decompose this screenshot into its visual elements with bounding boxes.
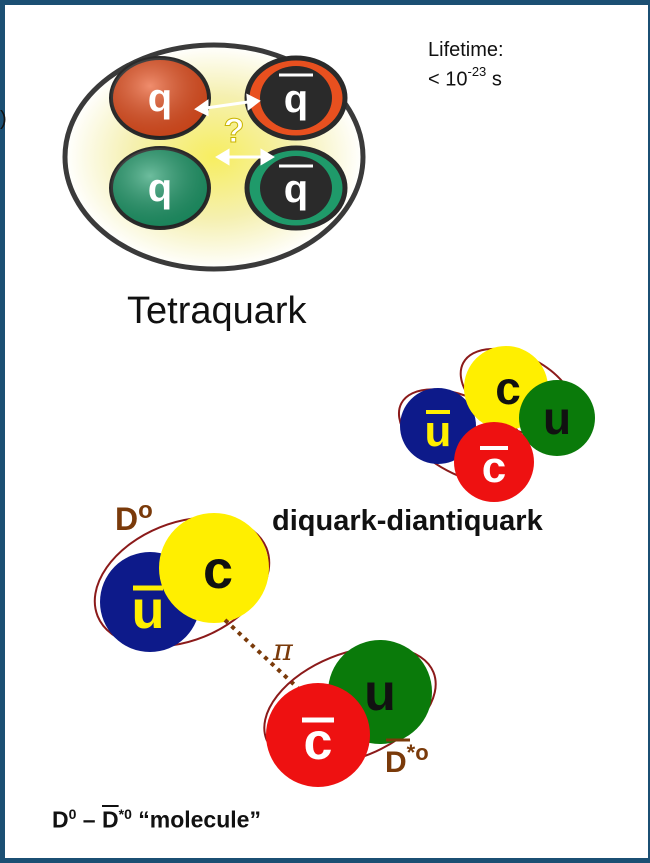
d0-antiup-label: u bbox=[132, 580, 165, 640]
tetra-antiquark-2: q bbox=[244, 145, 348, 231]
tetra-antiquark-1: q bbox=[244, 55, 348, 141]
tetra-antiquark-2-label: q bbox=[284, 167, 308, 211]
diquark-charm-label: c bbox=[495, 362, 521, 414]
diquark-diagram: u c u c bbox=[397, 346, 595, 502]
diquark-label: diquark-diantiquark bbox=[272, 505, 543, 537]
diquark-up-label: u bbox=[543, 392, 571, 444]
caption-dstar: D bbox=[102, 806, 119, 833]
d0-label: Do bbox=[115, 497, 153, 537]
diquark-anticharm: c bbox=[454, 422, 534, 502]
dstar-label: D*o bbox=[385, 740, 429, 779]
tetra-quark-2: q bbox=[109, 146, 211, 230]
d0-charm: c bbox=[159, 513, 269, 623]
diquark-anticharm-label: c bbox=[482, 443, 506, 492]
caption-d0: D bbox=[52, 806, 69, 833]
molecule-caption: D0 – D*0 “molecule” bbox=[52, 806, 261, 834]
tetra-quark-1: q bbox=[109, 56, 211, 140]
lifetime-label: Lifetime: bbox=[428, 39, 504, 61]
tetraquark-diagram: q q q q ? bbox=[62, 42, 366, 272]
caption-molecule: “molecule” bbox=[131, 806, 261, 833]
caption-dstar-sup: *0 bbox=[118, 806, 132, 822]
lifetime-exponent: -23 bbox=[467, 64, 487, 79]
d0-charm-label: c bbox=[203, 540, 233, 600]
diquark-antiup: u bbox=[400, 388, 476, 464]
molecule-d0: u c Do bbox=[93, 497, 271, 652]
dstar-up-label: u bbox=[364, 664, 396, 722]
caption-dash: – bbox=[76, 806, 102, 833]
molecule-dstar: u c D*o bbox=[263, 640, 437, 787]
lifetime-prefix: < 10 bbox=[428, 68, 468, 91]
lifetime-unit: s bbox=[486, 68, 502, 91]
diquark-up: u bbox=[519, 380, 595, 456]
edge-glyph: ) bbox=[0, 108, 7, 130]
pion-label: π bbox=[272, 633, 294, 668]
tetra-quark-1-label: q bbox=[148, 76, 172, 120]
d0-outline bbox=[93, 516, 271, 648]
lifetime-value: < 10-23 s bbox=[428, 64, 504, 95]
interaction-arrows bbox=[194, 93, 275, 166]
pion-link: π bbox=[223, 618, 302, 692]
caption-d0-sup: 0 bbox=[68, 806, 77, 822]
tetraquark-title: Tetraquark bbox=[127, 290, 307, 332]
tetra-antiquark-1-label: q bbox=[284, 77, 308, 121]
dstar-anticharm-label: c bbox=[304, 713, 333, 771]
lifetime-note: Lifetime: < 10-23 s bbox=[428, 36, 504, 95]
question-mark: ? bbox=[224, 112, 245, 150]
diquark-antiup-label: u bbox=[425, 407, 452, 456]
tetra-quark-2-label: q bbox=[148, 166, 172, 210]
dstar-anticharm: c bbox=[266, 683, 370, 787]
